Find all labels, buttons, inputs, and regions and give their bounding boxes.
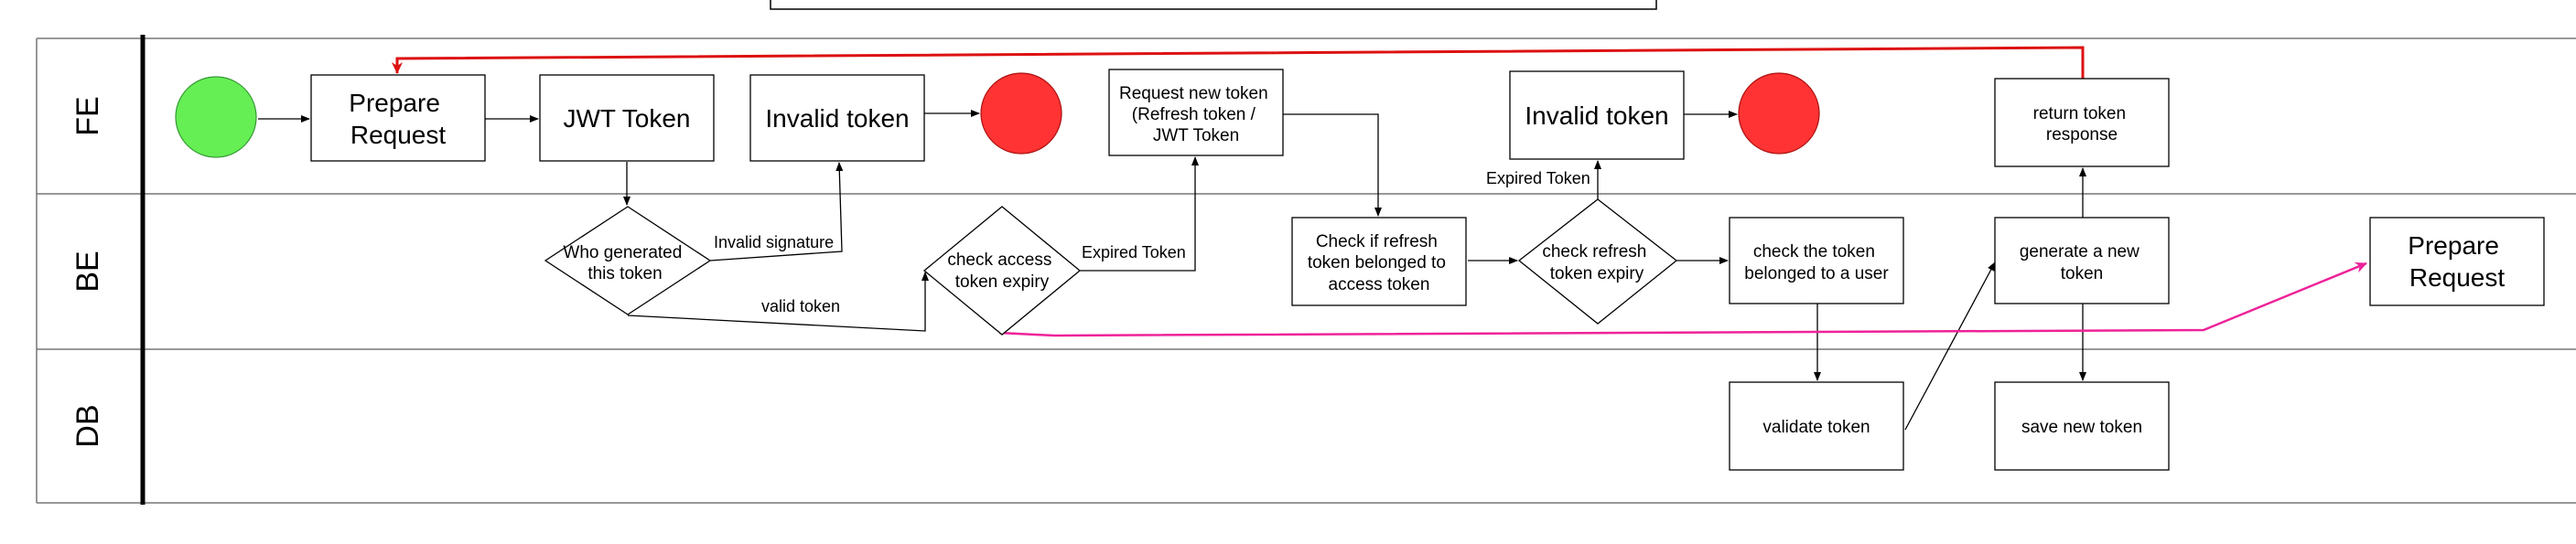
node-db-save-new-token [1994,381,2170,471]
node-fe-jwt-token-label: JWT Token [563,104,690,133]
node-be-check-access-expiry [922,206,1082,336]
node-fe-prepare-request [310,74,486,162]
cropped-box [770,0,1657,10]
node-be-check-refresh-expiry-label: check refresh token expiry [1542,242,1651,283]
edge-label-valid-token: valid token [761,297,840,315]
node-be-prepare-request-label: Prepare Request [2408,231,2506,292]
node-fe-invalid-token-1-label: Invalid token [765,104,909,133]
node-be-check-access-expiry-label: check access token expiry [947,251,1056,292]
node-db-save-new-token-label: save new token [2021,418,2142,437]
node-be-generate-new-token-label: generate a new token [2020,242,2144,283]
edge-who-to-invalid [709,162,844,261]
node-be-who-generated [544,206,712,315]
node-fe-return-token-response-label: return token response [2033,104,2131,144]
start-node [175,76,257,158]
node-be-prepare-request [2369,217,2545,306]
edge-label-invalid-signature: Invalid signature [714,233,834,251]
node-be-who-generated-label: Who generated this token [563,243,686,283]
node-be-check-refresh-belonged-label: Check if refresh token belonged to acces… [1308,232,1450,294]
swimlane-frame [36,35,2576,505]
lane-label-fe: FE [70,96,105,135]
edge-validate-to-generate [1904,261,1996,431]
node-fe-invalid-token-2 [1509,70,1685,160]
node-be-check-token-user-label: check the token belonged to a user [1744,242,1889,283]
node-db-validate-token-label: validate token [1762,418,1870,437]
end-node-1 [980,72,1062,155]
node-fe-prepare-request-label: Prepare Request [349,89,447,149]
node-fe-request-new-token-label: Request new token (Refresh token / JWT T… [1119,84,1273,145]
edge-return-to-prepare-loop [392,46,2085,79]
edge-label-expired-token-1: Expired Token [1082,243,1186,261]
end-node-2 [1738,72,1820,155]
node-be-generate-new-token [1994,217,2170,304]
node-fe-return-token-response [1994,78,2170,167]
lane-label-db: DB [70,404,105,447]
edge-request-new-to-check-belong [1281,113,1382,217]
node-be-check-refresh-expiry [1517,198,1678,325]
node-be-check-refresh-belonged [1291,217,1467,306]
edge-check-access-to-request-new [1078,156,1199,272]
node-db-validate-token [1729,381,1904,471]
node-fe-invalid-token-1 [749,74,925,162]
node-be-check-token-user [1729,217,1904,304]
edge-who-to-check-access [627,272,929,332]
edge-label-expired-token-2: Expired Token [1486,169,1590,187]
node-fe-invalid-token-2-label: Invalid token [1525,101,1668,130]
lane-label-be: BE [70,251,105,292]
edge-check-access-to-be-prepare [998,261,2367,337]
node-fe-jwt-token [539,74,715,162]
node-fe-request-new-token [1108,69,1284,156]
